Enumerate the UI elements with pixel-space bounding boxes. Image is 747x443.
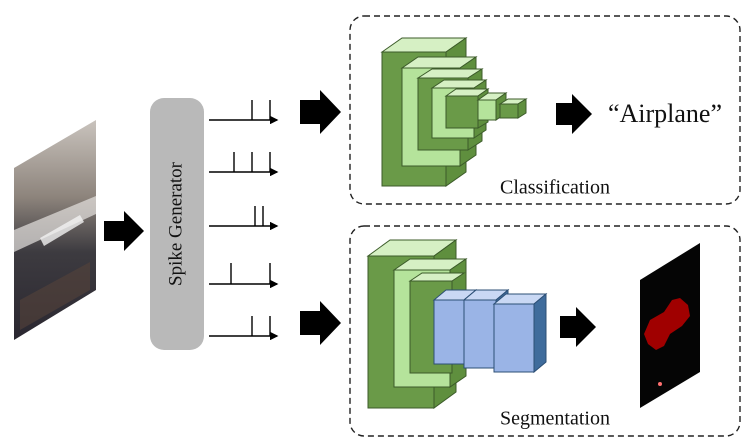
arrow-to-output <box>556 94 592 134</box>
segmentation-network <box>366 239 548 409</box>
classification-network <box>380 37 528 187</box>
arrow-to-classification <box>300 90 341 134</box>
classification-output-label: “Airplane” <box>608 99 722 128</box>
classification-panel: “Airplane” Classification <box>349 15 741 205</box>
spike-train <box>209 206 279 231</box>
spike-train <box>209 152 279 177</box>
classification-label: Classification <box>500 177 610 199</box>
spike-generator: Spike Generator <box>150 98 204 350</box>
spike-train <box>209 316 279 341</box>
spike-generator-label: Spike Generator <box>165 161 186 286</box>
arrow-to-segmentation <box>300 301 341 345</box>
segmentation-panel: Segmentation <box>349 225 741 437</box>
segmentation-mask <box>640 243 700 408</box>
arrow-to-generator <box>104 211 144 251</box>
spike-trains <box>209 100 279 341</box>
input-photo <box>14 120 96 340</box>
spike-train <box>209 263 279 289</box>
spike-train <box>209 100 279 125</box>
arrow-to-mask <box>560 307 596 347</box>
segmentation-label: Segmentation <box>500 408 610 430</box>
